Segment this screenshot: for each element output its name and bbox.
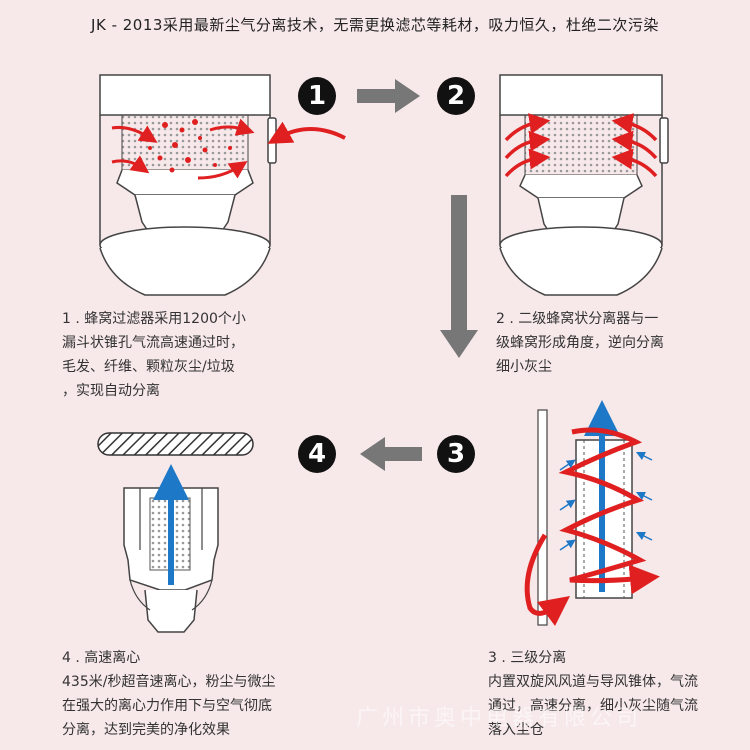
arrow-3-to-4 [360, 437, 422, 471]
unit-3-illustration [524, 400, 660, 626]
step-3-badge: 3 [437, 435, 475, 473]
description-line: 4 . 高速离心 [62, 650, 141, 666]
step-1-badge: 1 [298, 77, 336, 115]
step-2-description: 2 . 二级蜂窝状分离器与一 级蜂窝形成角度，逆向分离 细小灰尘 [496, 307, 664, 379]
description-line: 3 . 三级分离 [488, 650, 567, 666]
description-line: ，实现自动分离 [62, 383, 160, 399]
unit-1-illustration [99, 74, 346, 296]
step-2-badge: 2 [437, 77, 475, 115]
company-watermark: 广州市奥中电器有限公司 [356, 706, 643, 731]
description-line: 在强大的离心力作用下与空气彻底 [62, 698, 272, 714]
headline: JK - 2013采用最新尘气分离技术，无需更换滤芯等耗材，吸力恒久，杜绝二次污… [91, 16, 659, 34]
step-1-description: 1 . 蜂窝过滤器采用1200个小 漏斗状锥孔气流高速通过时， 毛发、纤维、颗粒… [62, 307, 246, 403]
step-4-description: 4 . 高速离心 435米/秒超音速离心，粉尘与微尘 在强大的离心力作用下与空气… [62, 646, 275, 742]
description-line: 内置双旋风风道与导风锥体，气流 [488, 674, 698, 690]
arrow-2-to-3 [440, 195, 478, 358]
arrow-1-to-2 [357, 79, 420, 113]
step-4-badge: 4 [298, 435, 336, 473]
description-line: 2 . 二级蜂窝状分离器与一 [496, 311, 659, 327]
description-line: 分离，达到完美的净化效果 [62, 722, 230, 738]
flow-arrows [357, 79, 478, 471]
unit-2-illustration [499, 74, 669, 296]
unit-4-illustration [97, 432, 254, 633]
description-line: 435米/秒超音速离心，粉尘与微尘 [62, 674, 276, 690]
description-line: 漏斗状锥孔气流高速通过时， [62, 335, 244, 351]
description-line: 级蜂窝形成角度，逆向分离 [496, 335, 664, 351]
description-line: 落入尘仓 [488, 722, 544, 738]
description-line: 细小灰尘 [496, 359, 552, 375]
description-line: 1 . 蜂窝过滤器采用1200个小 [62, 311, 246, 327]
description-line: 毛发、纤维、颗粒灰尘/垃圾 [62, 359, 235, 375]
description-line: 通过，高速分离，细小灰尘随气流 [488, 698, 698, 714]
step-3-description: 3 . 三级分离 内置双旋风风道与导风锥体，气流 通过，高速分离，细小灰尘随气流… [488, 646, 698, 742]
